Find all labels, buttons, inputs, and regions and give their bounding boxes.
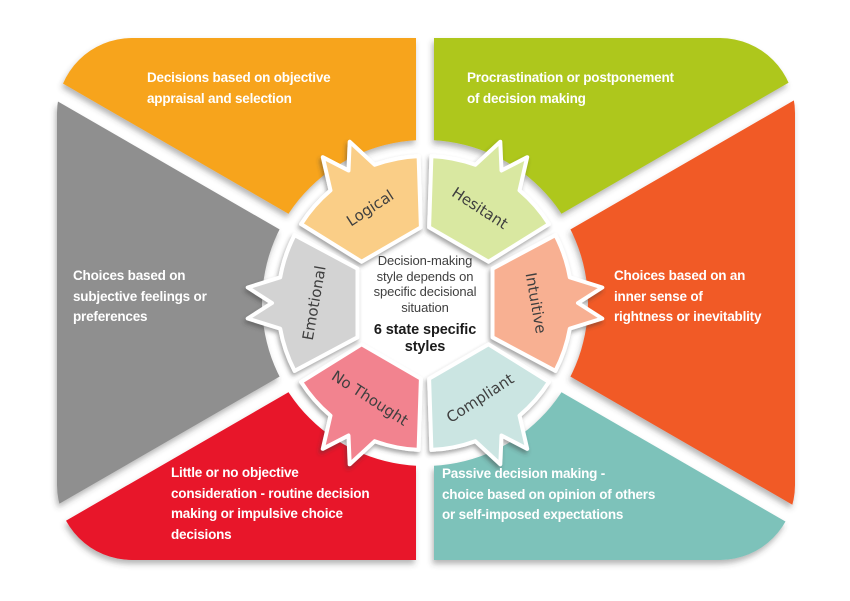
- description-line: Choices based on an: [614, 268, 746, 283]
- description-line: choice based on opinion of others: [442, 486, 656, 502]
- description-logical: Decisions based on objective appraisal a…: [147, 68, 331, 109]
- ring-segment-compliant: [427, 342, 551, 467]
- description-line: decisions: [171, 526, 232, 542]
- petal-hesitant-shape: [420, 38, 795, 303]
- description-line: of decision making: [467, 90, 586, 106]
- ring-segment-logical: [299, 139, 423, 264]
- description-line: Decisions based on objective: [147, 70, 331, 85]
- ring-segment-no-thought: [299, 342, 423, 467]
- center-bold-line: 6 state specific: [373, 322, 477, 338]
- description-line: preferences: [73, 309, 148, 324]
- center-text-line: Decision-making: [377, 253, 473, 268]
- description-no-thought: Little or no objective consideration - r…: [171, 463, 370, 545]
- ring-segment-intuitive: [490, 233, 605, 373]
- petal-hesitant: [420, 38, 795, 303]
- center-text-line: specific decisional: [373, 284, 477, 299]
- description-line: subjective feelings or: [73, 288, 207, 304]
- description-line: Choices based on: [73, 268, 186, 283]
- description-line: making or impulsive choice: [171, 506, 343, 521]
- description-line: or self-imposed expectations: [442, 507, 624, 522]
- center-bold-text: 6 state specific styles: [325, 322, 525, 356]
- ring-segment-hesitant: [427, 139, 551, 264]
- petal-compliant-shape: [420, 303, 795, 560]
- petal-logical-shape: [57, 38, 430, 303]
- ring-segment-emotional: [245, 233, 360, 373]
- description-intuitive: Choices based on an inner sense of right…: [614, 266, 761, 328]
- center-text: Decision-making style depends on specifi…: [325, 253, 525, 356]
- description-hesitant: Procrastination or postponement of decis…: [467, 68, 674, 109]
- description-compliant: Passive decision making - choice based o…: [442, 464, 655, 526]
- description-line: Procrastination or postponement: [467, 70, 674, 85]
- center-bold-line: styles: [404, 339, 446, 355]
- description-line: appraisal and selection: [147, 90, 292, 106]
- petal-compliant: [420, 303, 795, 560]
- description-line: inner sense of: [614, 288, 703, 304]
- petal-no-thought: [57, 303, 430, 560]
- description-line: consideration - routine decision: [171, 485, 370, 501]
- center-text-line: style depends on: [376, 268, 474, 284]
- description-line: Little or no objective: [171, 465, 299, 480]
- description-line: Passive decision making -: [442, 466, 606, 481]
- description-line: rightness or inevitablity: [614, 309, 762, 324]
- petal-logical: [57, 38, 430, 303]
- petal-no-thought-shape: [57, 303, 430, 560]
- center-text-line: situation: [401, 299, 449, 315]
- description-emotional: Choices based on subjective feelings or …: [73, 266, 207, 328]
